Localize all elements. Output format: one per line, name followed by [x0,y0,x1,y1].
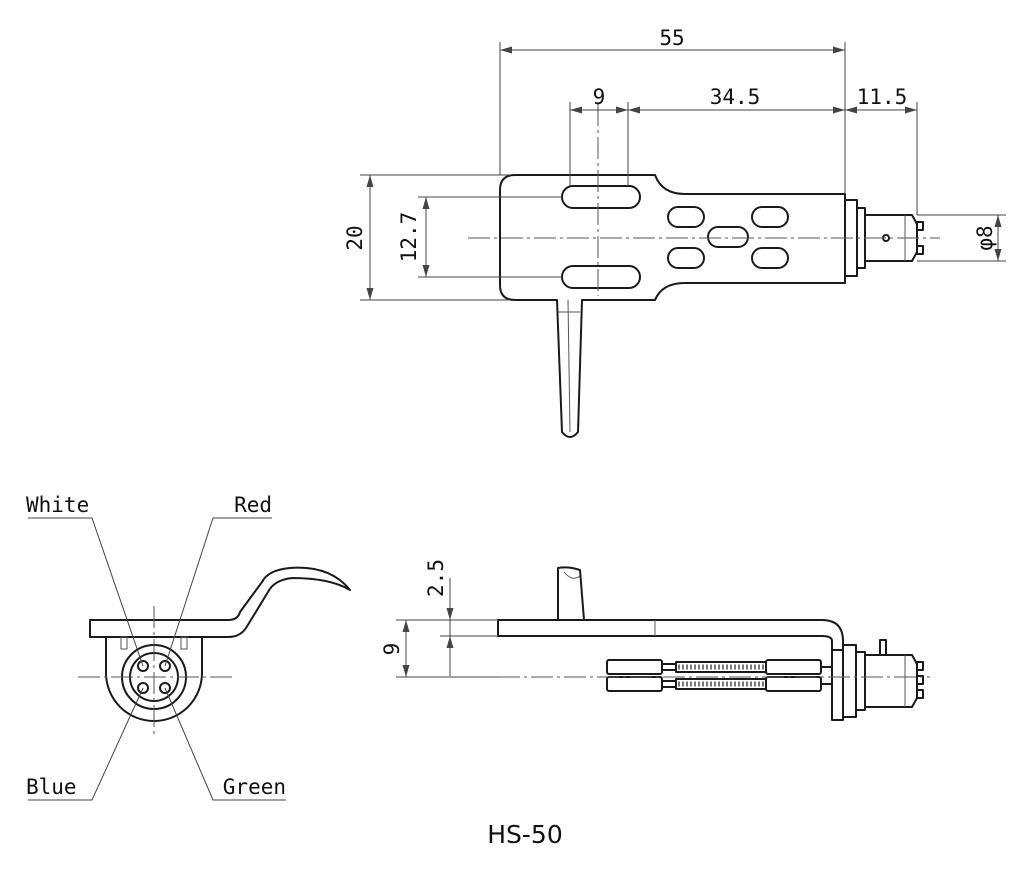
wire-clip-upper-right [765,659,822,675]
leader-white [28,517,144,667]
pin-white [137,660,149,672]
dim-total-width: 20 [343,225,367,250]
plate-side [497,619,844,651]
leader-green [164,687,286,801]
wire-clip-lower-right [765,676,822,692]
wire-clip-upper-left [606,659,663,675]
wire-clip-lower-left [606,676,663,692]
pin-blue [137,682,149,694]
label-white: White [26,493,89,517]
side-connector-barrel [864,654,918,708]
dim-body-length: 34.5 [710,85,761,109]
side-view: 9 2.5 [380,559,930,721]
leader-blue [28,687,144,801]
top-view: 55 9 34.5 11.5 20 12.7 φ8 [343,26,1006,438]
weight-hole [667,206,705,228]
finger-lift-detail [567,299,571,433]
mount-slot-lower [561,265,641,289]
dim-side-offset: 2.5 [424,559,448,597]
label-red: Red [234,493,272,517]
headshell-body-outline [499,174,846,438]
weight-hole [751,206,789,228]
label-green: Green [223,775,286,799]
finger-lift-side [557,566,585,621]
dim-connector-diameter: φ8 [973,225,997,250]
dim-overall-length: 55 [659,26,684,50]
dim-side-height: 9 [380,643,404,656]
center-hole [707,226,749,248]
mount-plate [89,566,351,638]
dim-slot-spacing: 12.7 [397,212,421,263]
weight-hole [751,247,789,269]
dim-slot-width: 9 [593,85,606,109]
connector-end-view: White Red Blue Green [26,493,351,801]
model-title: HS-50 [487,820,563,849]
dim-connector-length: 11.5 [857,85,908,109]
pin-red [159,660,171,672]
mount-slot-upper [561,185,641,209]
weight-hole [667,247,705,269]
leader-red [164,517,272,667]
side-connector-flange [842,644,857,718]
label-blue: Blue [26,775,77,799]
pin-green [159,682,171,694]
